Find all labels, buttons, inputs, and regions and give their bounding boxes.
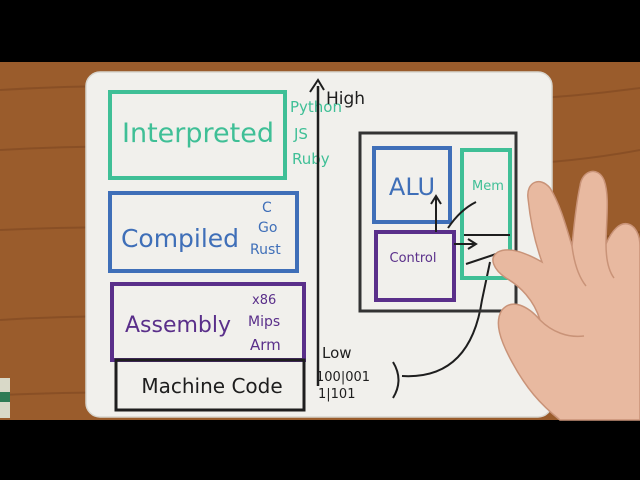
assembly-example-1: x86 (252, 293, 276, 308)
memory-label: Mem (472, 179, 504, 194)
machine-code-level: Machine Code (114, 358, 306, 412)
assembly-level: Assembly x86 Mips Arm (110, 282, 306, 362)
interpreted-box (108, 90, 287, 180)
hand-crease-3 (605, 243, 615, 279)
machine-code-label: Machine Code (141, 374, 282, 398)
control-to-memory-arrow (447, 201, 477, 229)
hand-crease-1 (539, 319, 585, 338)
compiled-level: Compiled C Go Rust (108, 191, 299, 273)
control-to-alu-arrowhead (430, 194, 442, 205)
abstraction-axis: High Low 100|001 1|101 (309, 78, 491, 402)
machine-code-box (114, 358, 306, 412)
binary-line-1: 100|001 (316, 370, 370, 385)
control-label: Control (390, 251, 437, 266)
bottle-label (0, 392, 10, 402)
memory-to-control-arrowhead (467, 238, 478, 250)
compiled-label: Compiled (121, 224, 239, 253)
compiled-example-3: Rust (250, 242, 281, 258)
cpu-outline (358, 131, 518, 313)
compiled-example-1: C (262, 200, 272, 216)
compiled-example-2: Go (258, 220, 277, 236)
interpreted-label: Interpreted (122, 118, 274, 149)
axis-arrowhead (309, 78, 325, 93)
assembly-label: Assembly (125, 313, 231, 338)
hand-crease-2 (571, 245, 587, 287)
axis-low-label: Low (322, 344, 352, 362)
binary-to-memory-arrow (401, 261, 491, 378)
memory-box (460, 148, 512, 280)
interpreted-example-1: Python (290, 98, 342, 116)
letterbox-top (0, 0, 640, 62)
cpu-diagram: ALU Control Mem (358, 131, 518, 313)
compiled-box (108, 191, 299, 273)
letterbox-bottom (0, 420, 640, 480)
interpreted-level: Interpreted Python JS Ruby (108, 90, 342, 180)
assembly-example-3: Arm (250, 336, 281, 354)
control-box (374, 230, 456, 302)
binary-line-2: 1|101 (318, 387, 355, 402)
interpreted-example-2: JS (293, 125, 308, 143)
binary-bracket (392, 361, 400, 399)
presenter-hand (492, 170, 640, 421)
interpreted-example-3: Ruby (292, 150, 330, 168)
alu-label: ALU (389, 173, 435, 201)
alu-box (372, 146, 452, 224)
assembly-example-2: Mips (248, 314, 280, 330)
hand-palm (492, 170, 640, 421)
memory-bus-line (465, 253, 497, 265)
axis-high-label: High (326, 89, 365, 109)
